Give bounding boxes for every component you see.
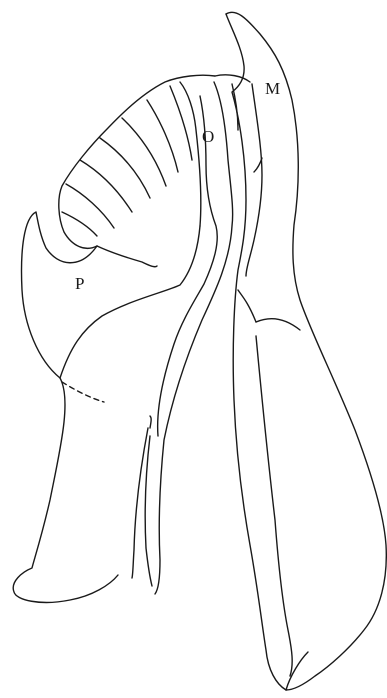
lobe-p-top-contour: [215, 75, 250, 82]
ridge-line: [122, 118, 166, 186]
inner-band: [97, 246, 157, 267]
lobe-o: [132, 82, 238, 594]
lobe-m-inner-ridge: [246, 84, 262, 276]
ridge-line: [147, 100, 178, 172]
ridge-line: [100, 138, 150, 198]
lobe-o-inner-fold: [158, 96, 218, 436]
lobe-m: [226, 12, 386, 690]
lobe-p-inner-bands: [60, 226, 200, 378]
lobe-o-right-edge: [155, 82, 233, 594]
label-o: O: [202, 127, 214, 146]
lobe-m-outer-right: [226, 12, 386, 690]
ridge-line: [80, 160, 132, 212]
lobe-p-outline: [13, 212, 118, 602]
ridge-line: [62, 212, 97, 236]
lobe-m-tip-fold: [286, 652, 308, 690]
lobe-m-ridge-spur: [254, 158, 262, 172]
lobe-p: [13, 75, 250, 603]
lobe-o-stem-tip: [150, 416, 151, 428]
inner-band: [60, 226, 200, 378]
lobe-p-base-dashed[interactable]: [62, 382, 104, 402]
lobe-m-lower-right: [256, 336, 292, 676]
lobe-m-cross-line: [256, 319, 300, 330]
label-m: M: [265, 79, 280, 98]
lobe-m-lower-arc: [238, 290, 256, 322]
lobe-o-stem-right: [145, 436, 152, 586]
label-p: P: [75, 274, 84, 293]
ridge-line: [66, 184, 114, 228]
